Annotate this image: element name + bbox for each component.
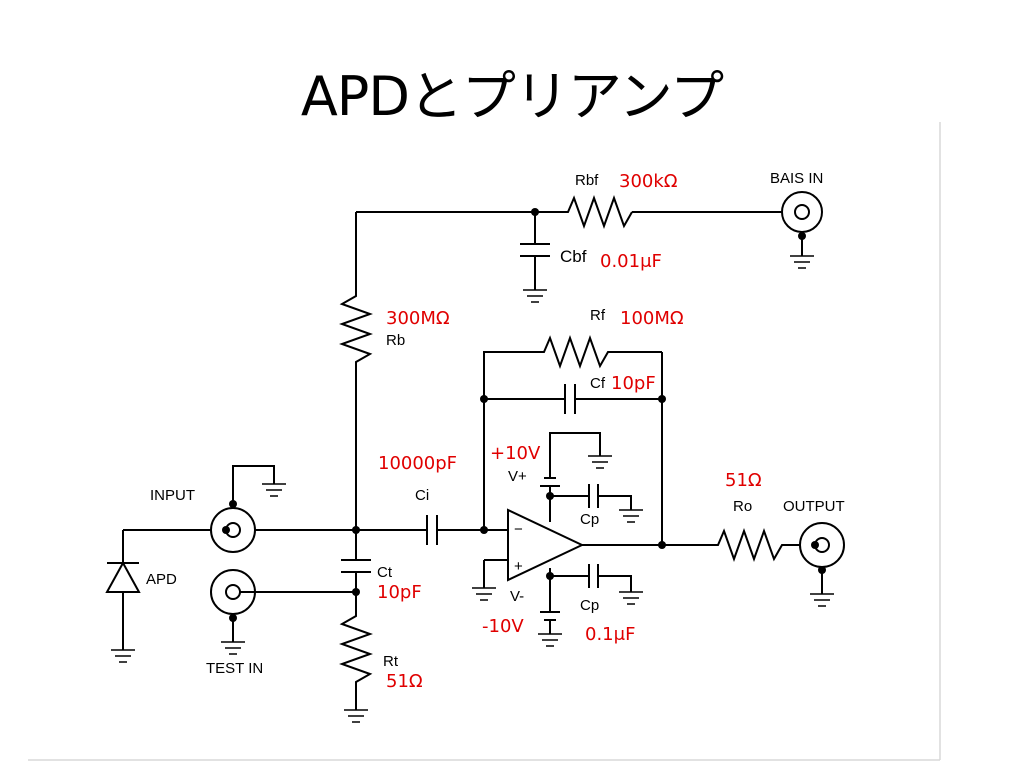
value-ro: 51Ω	[725, 470, 762, 491]
label-ci: Ci	[415, 487, 429, 504]
ground-input	[262, 483, 286, 497]
capacitor-ci	[420, 515, 508, 545]
value-cp: 0.1μF	[585, 624, 635, 645]
resistor-rb	[339, 290, 373, 370]
apd-diode	[105, 530, 141, 650]
label-output: OUTPUT	[783, 498, 845, 515]
value-rt: 51Ω	[386, 671, 423, 692]
ground-output	[810, 593, 834, 607]
value-rf: 100MΩ	[620, 308, 684, 329]
ground-rt	[344, 709, 368, 723]
label-apd: APD	[146, 571, 177, 588]
label-cbf: Cbf	[560, 247, 587, 266]
label-cp-bottom: Cp	[580, 597, 599, 614]
ground-cp-bottom	[619, 591, 643, 605]
opamp-noninverting-sign: +	[514, 558, 523, 575]
ground-apd	[111, 649, 135, 663]
v-plus-supply	[540, 432, 632, 522]
label-rb: Rb	[386, 332, 405, 349]
ground-v-plus	[588, 455, 612, 469]
label-rbf: Rbf	[575, 172, 599, 189]
opamp	[483, 508, 585, 588]
slide-title: APDとプリアンプ	[300, 65, 724, 128]
capacitor-ct	[341, 559, 371, 610]
label-rt: Rt	[383, 653, 399, 670]
bais-in-connector	[781, 191, 823, 256]
value-rbf: 300kΩ	[619, 171, 678, 192]
resistor-ro	[712, 528, 800, 562]
label-cf: Cf	[590, 375, 606, 392]
label-ct: Ct	[377, 564, 393, 581]
label-v-minus: V-	[510, 588, 524, 605]
value-rb: 300MΩ	[386, 308, 450, 329]
label-test-in: TEST IN	[206, 660, 263, 677]
ground-cbf	[523, 289, 547, 303]
ground-cp-top	[619, 509, 643, 523]
value-cf: 10pF	[611, 373, 656, 394]
label-bais-in: BAIS IN	[770, 170, 823, 187]
label-input: INPUT	[150, 487, 195, 504]
v-minus-supply	[540, 564, 632, 634]
junction	[531, 208, 539, 216]
label-cp-top: Cp	[580, 511, 599, 528]
ground-bais-in	[790, 255, 814, 269]
value-cbf: 0.01μF	[600, 251, 662, 272]
junction	[352, 526, 360, 534]
output-connector	[799, 522, 845, 594]
resistor-rbf	[562, 195, 633, 229]
label-rf: Rf	[590, 307, 606, 324]
feedback-network	[480, 335, 666, 545]
label-v-plus: V+	[508, 468, 527, 485]
opamp-inverting-sign: −	[514, 521, 523, 538]
value-ci: 10000pF	[378, 453, 457, 474]
ground-opamp-plus	[472, 587, 496, 601]
ground-test-in	[221, 641, 245, 655]
value-v-minus: -10V	[482, 616, 524, 637]
label-ro: Ro	[733, 498, 752, 515]
resistor-rt	[339, 610, 373, 710]
value-ct: 10pF	[377, 582, 422, 603]
junction	[658, 541, 666, 549]
value-v-plus: +10V	[490, 443, 541, 464]
ground-v-minus	[538, 633, 562, 647]
test-in-connector	[210, 569, 356, 642]
input-connector	[210, 465, 275, 553]
capacitor-cbf	[520, 212, 550, 290]
